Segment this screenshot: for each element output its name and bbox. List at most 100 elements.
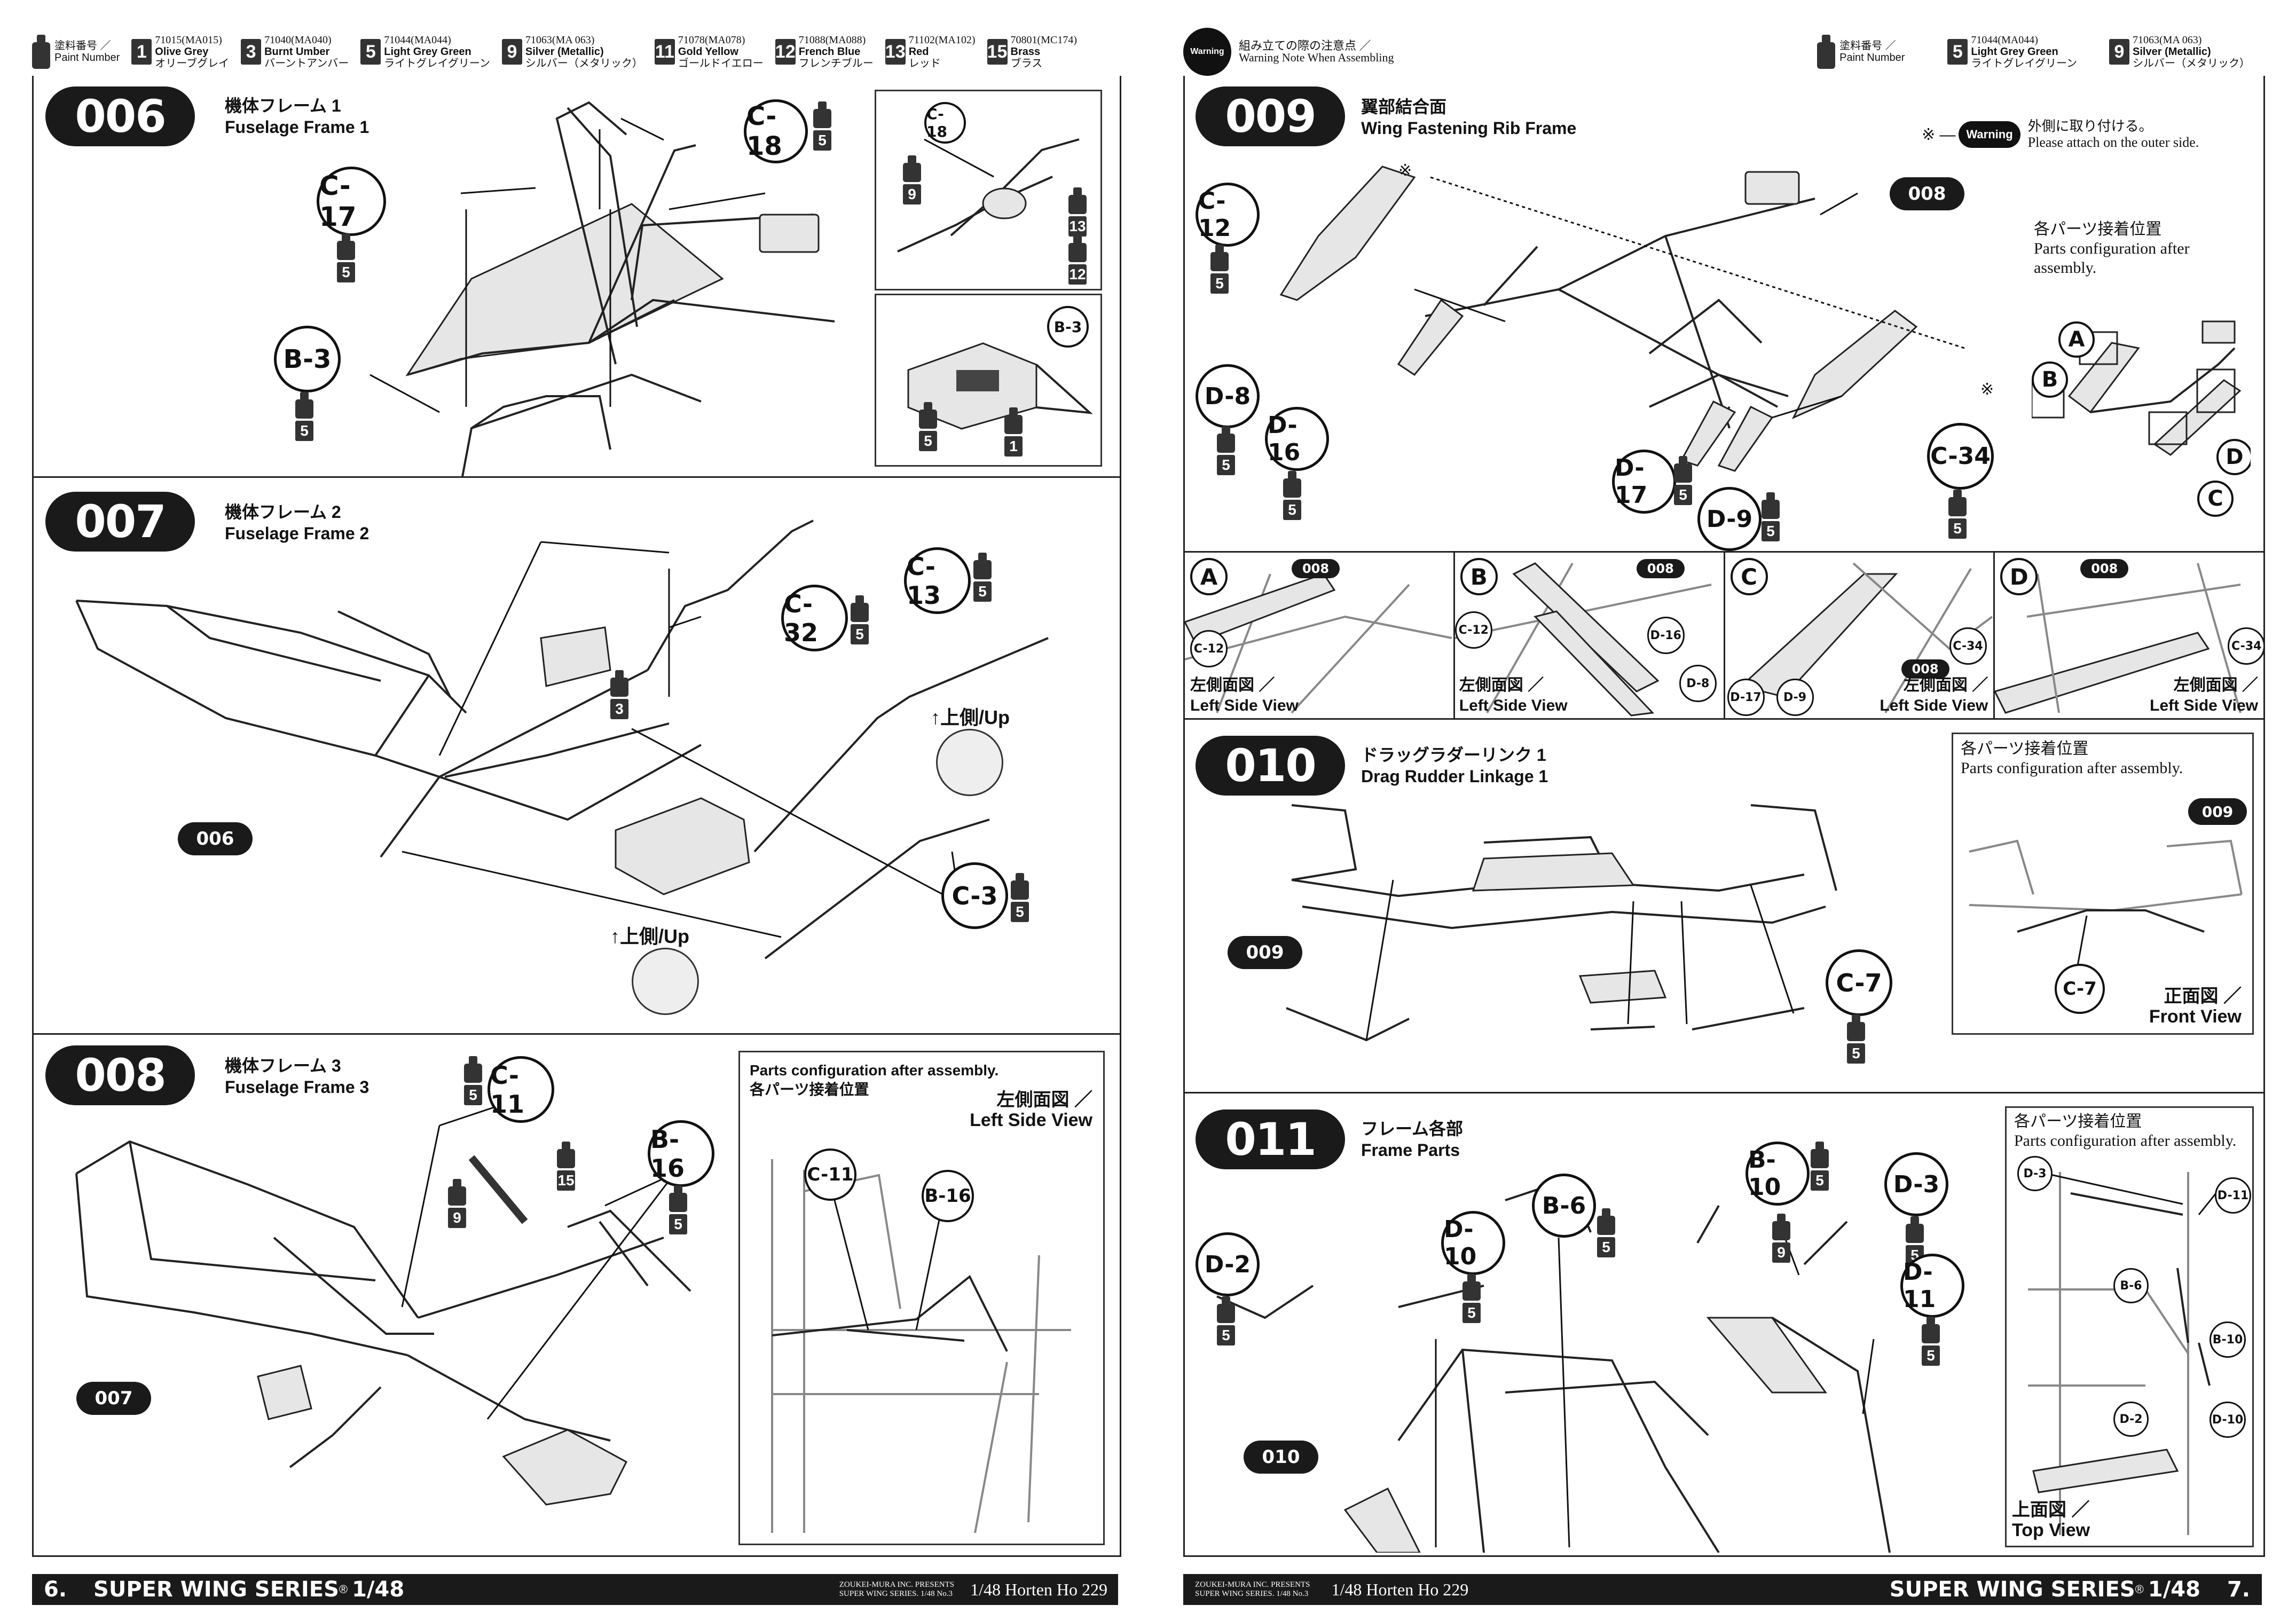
paint-name-jp: ブラス [1010, 58, 1043, 69]
inset-ref: 009 [2188, 798, 2247, 825]
paint-marker: 13 [1068, 187, 1087, 237]
step-title-en: Drag Rudder Linkage 1 [1361, 767, 1548, 786]
paint-marker: 5 [295, 392, 313, 441]
paint-marker-num: 5 [1462, 1303, 1481, 1323]
paint-name-jp: フレンチブルー [798, 58, 874, 69]
view-label-jp: 左側面図 ／ [2173, 676, 2258, 694]
view-label-jp: 上面図 ／ [2012, 1500, 2090, 1520]
paint-marker-num: 5 [1217, 455, 1235, 475]
detail-part-label: D-9 [1776, 679, 1814, 716]
paint-name-en: Silver (Metallic) [2133, 46, 2211, 58]
part-callout-C-7: C-7 [1826, 949, 1892, 1016]
left-footer: 6. SUPER WING SERIES ® 1/48 ZOUKEI-MURA … [32, 1574, 1118, 1605]
view-label-jp: 左側面図 ／ [1190, 676, 1275, 694]
wing-rib-frame-drawing [1279, 166, 1965, 472]
part-callout-C-12: C-12 [1196, 183, 1260, 247]
paint-name-en: Olive Grey [155, 46, 209, 58]
paint-num: 5 [360, 39, 381, 65]
paint-marker-num: 9 [448, 1208, 466, 1228]
star-mark: ※ [1980, 381, 1994, 398]
registered-mark: ® [339, 1583, 348, 1596]
part-callout-C-34: C-34 [1927, 423, 1994, 490]
step-number-badge: 008 [45, 1045, 195, 1105]
note-en: Please attach on the outer side. [2027, 135, 2199, 150]
detail-part-label: C-12 [1190, 630, 1228, 667]
paint-marker-num: 5 [1283, 500, 1301, 520]
previous-step-ref: 008 [1890, 177, 1964, 210]
detail-views-row: A 008 C-12 左側面図 ／Left Side View B 008 C-… [1185, 551, 2263, 719]
paint-num: 11 [654, 39, 675, 65]
view-label: 左側面図 ／Left Side View [970, 1090, 1092, 1130]
part-callout-D-11: D-11 [1900, 1254, 1964, 1318]
paint-marker: 3 [610, 670, 628, 719]
paint-marker-num: 5 [1847, 1043, 1865, 1064]
paint-marker: 5 [919, 402, 937, 451]
paint-marker-num: 13 [1068, 216, 1087, 237]
paint-marker-num: 5 [1217, 1325, 1235, 1345]
orientation-detail-circle [936, 729, 1003, 796]
credit-line-1: ZOUKEI-MURA INC. PRESENTS [1195, 1580, 1310, 1589]
config-marker-C: C [2197, 481, 2234, 517]
view-label: 左側面図 ／Left Side View [2150, 675, 2258, 716]
leader-lines [369, 117, 766, 413]
paint-marker-num: 12 [1068, 264, 1087, 285]
paint-marker: 5 [1847, 1014, 1865, 1064]
paint-name-jp: ライトグレイグリーン [384, 58, 490, 69]
leader-lines [402, 541, 964, 938]
frame-structure [1291, 804, 1837, 1004]
paint-name-jp: バーントアンバー [264, 58, 349, 69]
note-jp: 外側に取り付ける。 [2027, 119, 2153, 134]
step-006-detail-top: C-18 9 13 12 [875, 90, 1102, 290]
paint-name-jp: ゴールドイエロー [678, 58, 764, 69]
warning-jp: 組み立ての際の注意点 ／ [1239, 39, 1371, 52]
paint-marker-num: 9 [903, 184, 921, 204]
detail-part-label: C-34 [2228, 627, 2263, 665]
previous-step-ref: 006 [178, 822, 253, 855]
paint-marker-num: 5 [1210, 273, 1229, 294]
paint-code: 71044(MA044) [384, 34, 451, 46]
view-label: 正面図 ／Front View [2149, 986, 2242, 1027]
view-label-en: Top View [2012, 1520, 2090, 1540]
inset-title-jp: 各パーツ接着位置 [750, 1081, 869, 1098]
detail-ref: 008 [1292, 559, 1340, 578]
paint-marker-num: 5 [1011, 902, 1029, 922]
paint-label-en: Paint Number [54, 52, 120, 64]
view-label-en: Left Side View [970, 1110, 1092, 1130]
detail-letter: A [1190, 558, 1228, 595]
inset-title-en: Parts configuration after assembly. [2014, 1132, 2237, 1150]
paint-code: 71015(MA015) [155, 34, 222, 46]
paint-name-en: Light Grey Green [1971, 46, 2058, 58]
inset-title: Parts configuration after assembly.各パーツ接… [750, 1061, 998, 1099]
detail-view-B: B 008 C-12 D-16 D-8 左側面図 ／Left Side View [1454, 553, 1725, 719]
paint-marker-num: 1 [1004, 436, 1023, 457]
paint-name-en: Burnt Umber [264, 46, 330, 58]
detail-letter: C [1730, 558, 1768, 595]
paint-num: 3 [241, 39, 262, 65]
paint-marker-num: 5 [1597, 1237, 1615, 1257]
inset-part-label: D-11 [2215, 1177, 2251, 1214]
model-name: 1/48 Horten Ho 229 [1331, 1579, 1469, 1599]
inset-part-label: D-10 [2209, 1402, 2246, 1438]
part-callout-C-18: C-18 [744, 99, 808, 163]
paint-num: 5 [1947, 39, 1968, 65]
page-number: 7. [2227, 1577, 2250, 1602]
paint-code: 71088(MA088) [798, 34, 866, 46]
part-callout-B-10: B-10 [1745, 1142, 1810, 1206]
paint-name-en: Red [908, 46, 929, 58]
detail-part-label: D-8 [1679, 665, 1717, 702]
paint-code: 71063(MA 063) [525, 34, 595, 46]
paint-marker: 9 [448, 1179, 466, 1228]
paint-name-en: French Blue [798, 46, 861, 58]
part-callout-D-8: D-8 [1196, 364, 1260, 428]
paint-code: 71040(MA040) [264, 34, 332, 46]
detail-ref: 008 [1636, 559, 1685, 578]
